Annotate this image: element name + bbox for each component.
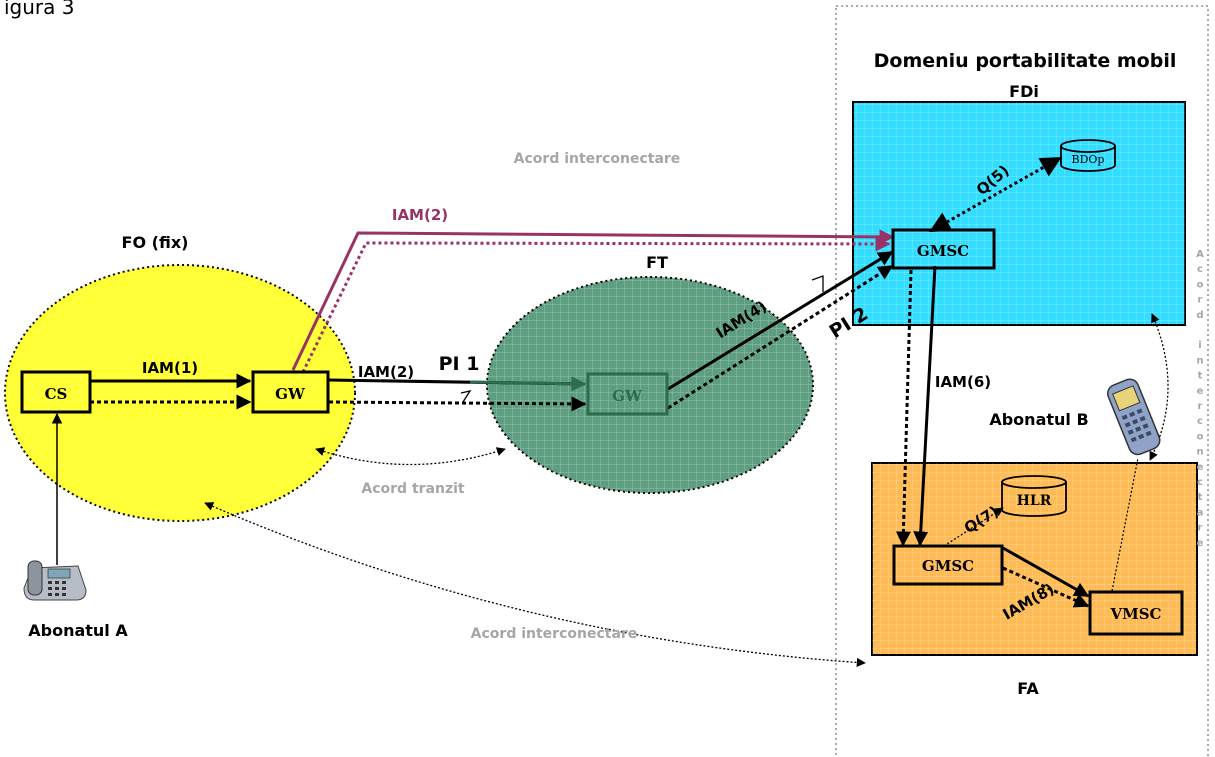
network-fdi-label: FDi	[1009, 82, 1039, 101]
link-gmsc-gmsc-dotted	[895, 269, 913, 547]
pi1-marker	[460, 390, 472, 403]
node-hlr-db: HLR	[1001, 475, 1067, 517]
mobile-phone-icon	[1107, 378, 1161, 456]
node-gmsc-fdi-label: GMSC	[917, 242, 969, 260]
network-ft-label: FT	[646, 253, 668, 272]
network-fo-label: FO (fix)	[122, 233, 189, 252]
node-bdop-label: BDOp	[1072, 153, 1105, 166]
label-agreement-interconnect-top: Acord interconectare	[514, 151, 681, 167]
label-subscriber-a: Abonatul A	[28, 621, 128, 640]
label-agreement-transit: Acord tranzit	[361, 481, 465, 497]
node-gw-fo: GW	[251, 370, 330, 414]
node-gmsc-fa: GMSC	[892, 544, 1004, 586]
node-gw-ft-label: GW	[612, 387, 643, 405]
link-gmsc-vmsc-dotted	[1002, 566, 1090, 608]
label-iam2-direct: IAM(2)	[392, 206, 448, 224]
direct-route-solid	[291, 229, 895, 371]
portability-domain-frame	[835, 5, 1209, 757]
link-gmsc-bdop	[929, 156, 1062, 233]
node-bdop-db: BDOp	[1060, 139, 1116, 172]
label-agreement-interconnect-bottom: Acord interconectare	[471, 626, 638, 642]
link-vmsc-mobile	[1111, 457, 1139, 592]
link-ft-gmsc-dotted	[667, 264, 894, 410]
link-gmsc-gmsc-solid	[913, 265, 937, 547]
figure-caption-fragment: igura 3	[4, 0, 75, 19]
node-vmsc-label: VMSC	[1109, 605, 1161, 623]
link-gw-gw-solid-ft	[469, 376, 587, 392]
transit-agreement-arc	[315, 447, 506, 466]
node-gw-ft: GW	[586, 372, 669, 416]
link-gw-gw-dotted	[328, 396, 587, 412]
label-iam6: IAM(6)	[935, 373, 991, 391]
domain-title: Domeniu portabilitate mobil	[874, 50, 1177, 72]
label-pi1: PI 1	[439, 353, 480, 375]
node-gw-fo-label: GW	[275, 385, 306, 403]
node-cs-label: CS	[45, 385, 68, 403]
desk-phone-icon	[23, 560, 87, 601]
link-ft-gmsc-solid	[667, 250, 894, 391]
interconnect-agreement-arc-bottom	[204, 502, 866, 667]
link-gmsc-vmsc-solid	[1002, 546, 1090, 598]
node-gmsc-fdi: GMSC	[891, 228, 996, 270]
node-vmsc: VMSC	[1088, 590, 1184, 636]
network-fa-label: FA	[1017, 679, 1039, 698]
node-hlr-label: HLR	[1017, 493, 1052, 509]
pi2-marker	[811, 275, 824, 292]
node-cs: CS	[20, 370, 92, 414]
direct-route-dotted	[301, 236, 891, 373]
node-gmsc-fa-label: GMSC	[922, 557, 974, 575]
label-iam1: IAM(1)	[142, 359, 198, 377]
label-iam2-transit: IAM(2)	[358, 363, 414, 381]
label-subscriber-b: Abonatul B	[989, 410, 1088, 429]
